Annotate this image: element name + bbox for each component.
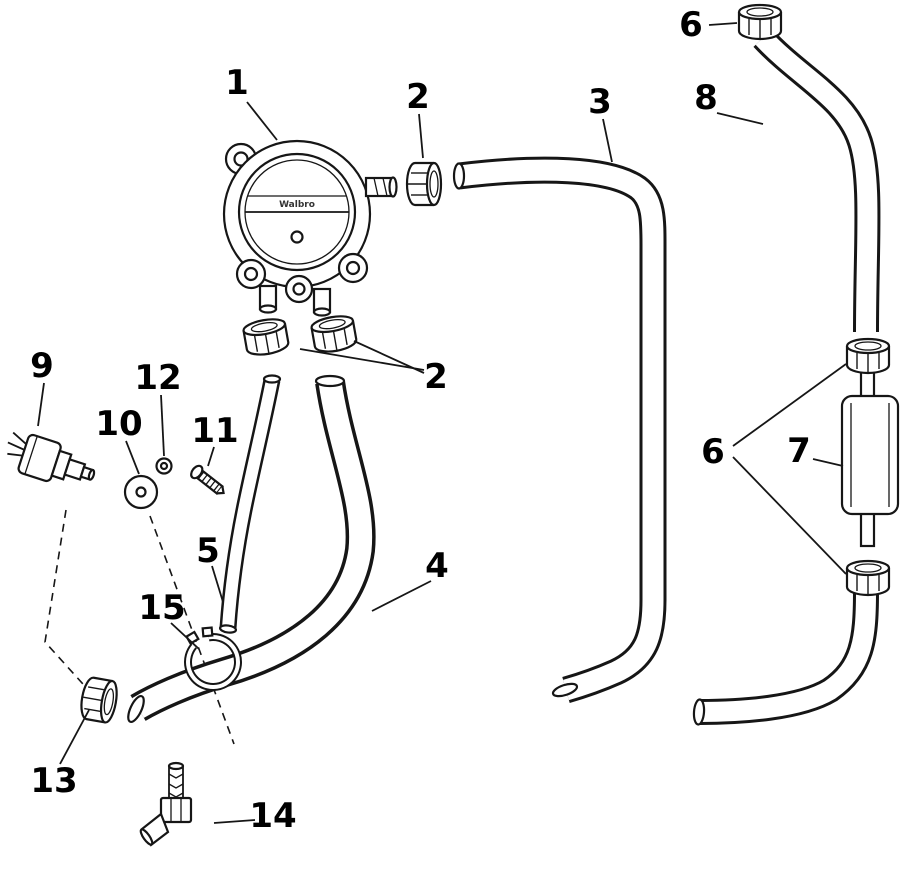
callout-15: 15 bbox=[138, 588, 185, 628]
clamp-6-top bbox=[737, 3, 783, 41]
callout-2-bottom: 2 bbox=[424, 357, 448, 397]
fitting-14 bbox=[139, 761, 193, 847]
leader-6-upper bbox=[732, 363, 847, 447]
pump-outlet-barb bbox=[364, 176, 398, 198]
connector-9 bbox=[7, 431, 96, 483]
callout-6-top: 6 bbox=[679, 5, 703, 45]
callout-7: 7 bbox=[787, 431, 811, 471]
leader-14 bbox=[213, 819, 256, 824]
washer-12 bbox=[155, 457, 173, 475]
screw-11 bbox=[190, 464, 225, 495]
hose-8 bbox=[753, 29, 881, 333]
pump-bottom-barbs bbox=[258, 284, 332, 317]
leader-11 bbox=[207, 446, 215, 467]
callout-4: 4 bbox=[425, 546, 449, 586]
callout-10: 10 bbox=[95, 404, 142, 444]
fuel-filter-7 bbox=[840, 364, 900, 548]
leader-2-top bbox=[418, 113, 424, 159]
leader-4 bbox=[371, 580, 432, 612]
assembly-dashed-lines bbox=[44, 509, 235, 745]
hose-5 bbox=[218, 374, 282, 634]
leader-12 bbox=[160, 394, 165, 457]
leader-5 bbox=[211, 565, 224, 603]
leader-2-bottom-left bbox=[299, 348, 425, 371]
leader-6-lower bbox=[732, 456, 847, 575]
leader-2-bottom-right bbox=[353, 340, 425, 374]
clamp-6-filter-lower bbox=[845, 559, 891, 597]
callout-3: 3 bbox=[588, 82, 612, 122]
callout-11: 11 bbox=[191, 411, 238, 451]
grommet-10 bbox=[123, 474, 159, 510]
hose-4 bbox=[127, 374, 376, 723]
leader-lines bbox=[37, 22, 847, 824]
callout-8: 8 bbox=[694, 78, 718, 118]
callout-12: 12 bbox=[134, 358, 181, 398]
leader-13 bbox=[59, 709, 90, 765]
leader-1 bbox=[246, 101, 278, 141]
callout-2-top: 2 bbox=[406, 77, 430, 117]
callout-labels: 1 2 3 8 6 6 7 2 9 10 12 11 5 4 15 13 14 bbox=[30, 5, 811, 836]
callout-14: 14 bbox=[249, 796, 296, 836]
clamp-2-upper bbox=[405, 161, 443, 207]
callout-6-mid: 6 bbox=[701, 432, 725, 472]
clamp-2-left bbox=[241, 315, 291, 359]
callout-9: 9 bbox=[30, 346, 54, 386]
fuel-pump: Walbro bbox=[222, 139, 398, 317]
leader-8 bbox=[716, 112, 764, 125]
pump-brand-text: Walbro bbox=[279, 200, 315, 210]
filter-outlet-hose bbox=[692, 591, 879, 726]
callout-13: 13 bbox=[30, 761, 77, 801]
callout-1: 1 bbox=[225, 63, 249, 103]
clamp-2-right bbox=[309, 312, 359, 356]
leader-10 bbox=[125, 440, 140, 475]
leader-7 bbox=[812, 458, 844, 467]
leader-6-top bbox=[708, 22, 738, 26]
leader-3 bbox=[602, 118, 613, 163]
leader-9 bbox=[37, 382, 45, 427]
leader-15 bbox=[170, 622, 200, 650]
hose-3 bbox=[452, 156, 667, 703]
clamp-6-filter-upper bbox=[845, 337, 891, 375]
callout-5: 5 bbox=[196, 531, 220, 571]
